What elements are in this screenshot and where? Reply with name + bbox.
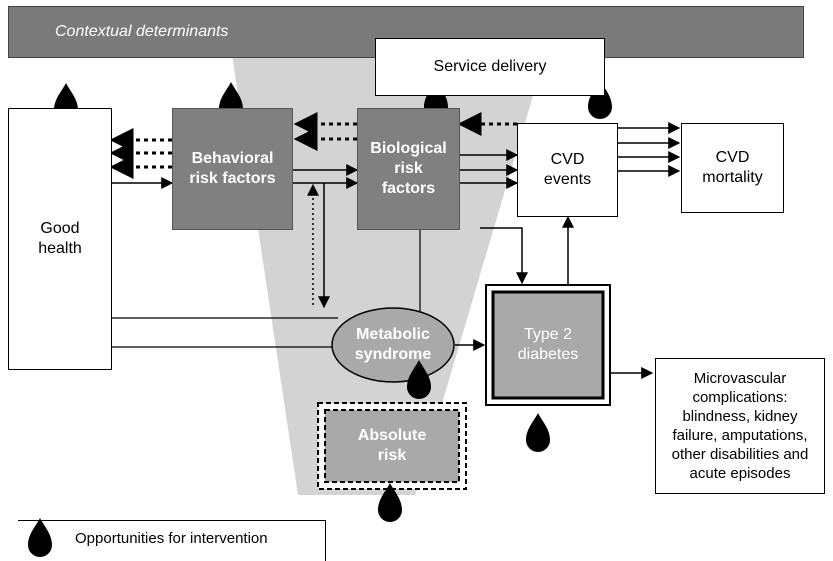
type2-diabetes-text: Type 2 diabetes [493, 292, 603, 398]
drop-icon [378, 483, 402, 522]
behavioral-risk-factors-label: Behavioral risk factors [189, 150, 276, 187]
behavioral-risk-factors-box: Behavioral risk factors [172, 108, 293, 230]
biological-risk-factors-label: Biological risk factors [370, 140, 447, 197]
good-health-box: Good health [8, 108, 112, 370]
drop-icon [588, 80, 612, 119]
metabolic-syndrome-label: Metabolic syndrome [354, 326, 432, 363]
service-delivery-label: Service delivery [433, 58, 547, 75]
cvd-to-mortality-arrows [618, 122, 681, 177]
absolute-risk-inner [324, 409, 460, 483]
microvascular-complications-label: Microvascular complications: blindness, … [671, 370, 809, 482]
forward-arrows [112, 164, 654, 379]
biological-risk-factors-box: Biological risk factors [357, 108, 460, 230]
type2-diabetes-label: Type 2 diabetes [517, 326, 579, 363]
biological-to-cvd-arrows [460, 149, 519, 189]
good-health-label: Good health [38, 220, 82, 257]
drop-icon [407, 360, 431, 399]
absolute-risk-text: Absolute risk [325, 410, 459, 482]
connector-lines [110, 230, 421, 348]
type2-inner-fill [491, 290, 605, 400]
metabolic-ellipse [331, 307, 455, 383]
drop-icon [526, 413, 550, 452]
legend-box [18, 520, 326, 561]
service-delivery-box: Service delivery [375, 38, 605, 96]
metabolic-syndrome-text: Metabolic syndrome [340, 320, 446, 370]
microvascular-complications-box: Microvascular complications: blindness, … [655, 358, 825, 494]
cvd-mortality-label: CVD mortality [702, 149, 763, 186]
cvd-events-label: CVD events [543, 151, 592, 188]
drop-icon [28, 518, 52, 557]
contextual-determinants-label: Contextual determinants [55, 23, 229, 40]
absolute-risk-label: Absolute risk [357, 427, 427, 464]
funnel-background [232, 55, 545, 495]
cvd-mortality-box: CVD mortality [681, 123, 784, 213]
feedback-dotted-arrows [109, 112, 517, 179]
legend-label: Opportunities for intervention [75, 530, 268, 547]
cvd-events-box: CVD events [517, 123, 618, 217]
